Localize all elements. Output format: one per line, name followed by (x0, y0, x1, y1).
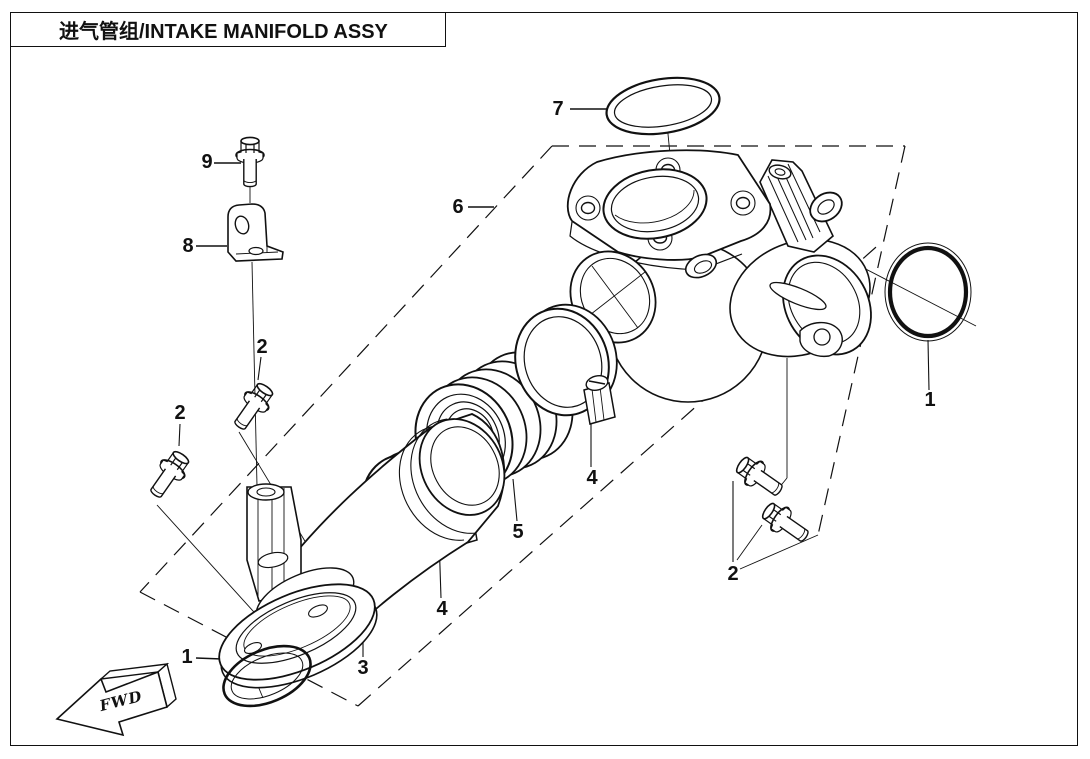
o-ring-lower (222, 644, 312, 708)
part-label-2b: 2 (174, 402, 186, 424)
pipe-flange (218, 567, 378, 689)
hose-clamp-upper (514, 303, 618, 425)
part-label-9: 9 (201, 151, 213, 173)
manifold-end-flange (769, 254, 872, 358)
part-label-6: 6 (452, 196, 464, 218)
page-title: 进气管组/INTAKE MANIFOLD ASSY (59, 21, 388, 43)
part-label-1a: 1 (181, 646, 193, 668)
throttle-body-flange (566, 149, 772, 271)
mounting-bracket (227, 203, 284, 262)
fwd-direction-arrow (55, 662, 177, 737)
intake-pipe-lower (218, 413, 506, 689)
title-block: 进气管组/INTAKE MANIFOLD ASSY (10, 12, 446, 47)
part-label-7: 7 (552, 98, 564, 120)
part-label-2c: 2 (727, 563, 739, 585)
part-label-2a: 2 (256, 336, 268, 358)
manifold-finned-boss (759, 159, 834, 253)
pipe-bracket (246, 483, 302, 602)
part-label-4a: 4 (436, 598, 448, 620)
o-ring-top (605, 76, 721, 136)
o-ring-right (884, 242, 972, 342)
part-label-5: 5 (512, 521, 524, 543)
part-label-4b: 4 (586, 467, 598, 489)
part-label-3: 3 (357, 657, 369, 679)
part-label-8: 8 (182, 235, 194, 257)
part-label-1b: 1 (924, 389, 936, 411)
clamp-screw (583, 375, 616, 425)
page-border (10, 12, 1078, 746)
